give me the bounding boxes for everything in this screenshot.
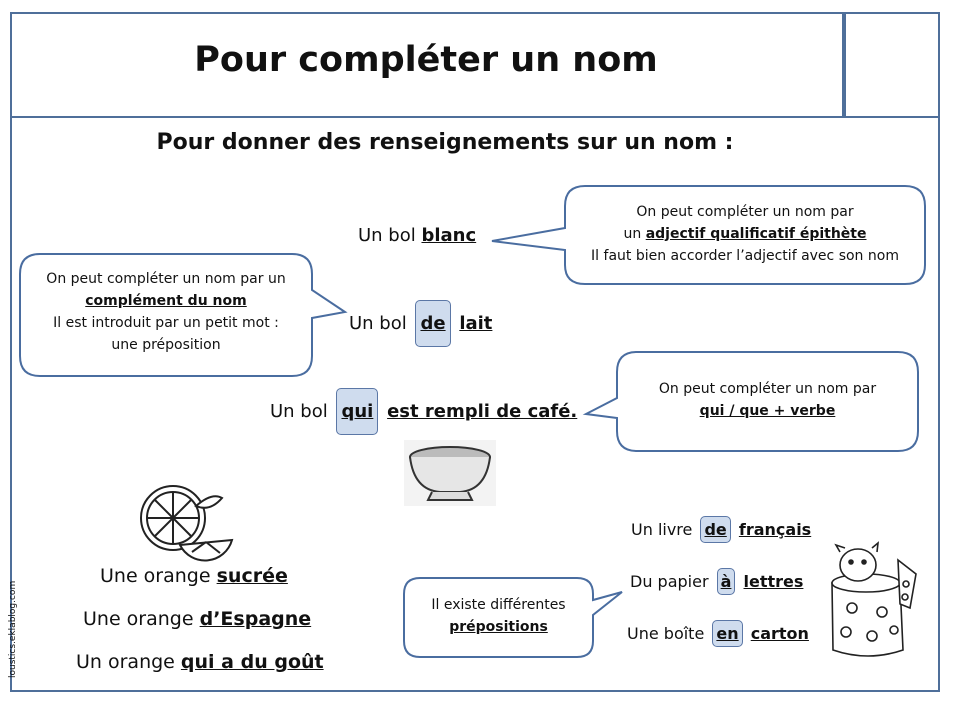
callout-complement-shape [19, 253, 348, 377]
example-prefix: Un bol [270, 401, 328, 422]
callout-line: une préposition [111, 337, 221, 353]
callout-line: un adjectif qualificatif épithète [567, 223, 923, 245]
callout-prepositions-text: Il existe différentes prépositions [406, 594, 591, 638]
preposition-box: en [712, 620, 743, 647]
callout-adjectif-shape [491, 185, 926, 285]
orange-slices-icon [140, 485, 234, 562]
example-complement: sucrée [216, 565, 288, 587]
bowl-icon [404, 440, 496, 506]
example-prefix: Un bol [358, 225, 416, 246]
orange-example-1: Une orange sucrée [100, 565, 288, 587]
preposition-box: de [700, 516, 731, 543]
title-divider [842, 12, 846, 118]
callout-word: un [623, 226, 642, 242]
right-example-2: Du papier à lettres [630, 568, 803, 595]
callout-line: On peut compléter un nom par un [46, 271, 286, 287]
example-prefix: Une boîte [627, 624, 705, 643]
example-complement-noun: lait [459, 313, 493, 334]
example-complement: qui a du goût [180, 651, 324, 673]
right-example-1: Un livre de français [631, 516, 811, 543]
example-complement: d’Espagne [199, 608, 312, 630]
example-relative-clause: est rempli de café. [387, 401, 578, 422]
callout-qui-text: On peut compléter un nom par qui / que +… [619, 378, 916, 422]
preposition-box: à [716, 568, 736, 595]
relative-pronoun-box: qui [336, 388, 379, 435]
callout-line: Il faut bien accorder l’adjectif avec so… [591, 248, 899, 264]
example-prefix: Du papier [630, 572, 709, 591]
page-title: Pour compléter un nom [194, 40, 658, 80]
callout-complement-text: On peut compléter un nom par un compléme… [22, 268, 310, 356]
orange-example-2: Une orange d’Espagne [83, 608, 311, 630]
callout-line: Il existe différentes [431, 597, 566, 613]
example-adjective: blanc [421, 225, 477, 246]
callout-line: Il est introduit par un petit mot : [53, 315, 279, 331]
example-relative: Un bol qui est rempli de café. [270, 388, 577, 435]
example-prefix: Un bol [349, 313, 407, 334]
callout-key-term: qui / que + verbe [699, 403, 836, 419]
callout-key-term: adjectif qualificatif épithète [645, 226, 867, 242]
callout-prepositions-shape [403, 577, 623, 658]
callout-key-term: complément du nom [85, 293, 247, 309]
example-complement: Un bol de lait [349, 300, 492, 347]
right-example-3: Une boîte en carton [627, 620, 809, 647]
gift-box-hamster-icon [831, 541, 917, 657]
example-complement: français [738, 520, 812, 539]
example-prefix: Une orange [83, 608, 194, 630]
example-complement: carton [750, 624, 809, 643]
example-prefix: Un orange [76, 651, 175, 673]
example-prefix: Un livre [631, 520, 693, 539]
page-subtitle: Pour donner des renseignements sur un no… [156, 130, 734, 155]
example-complement: lettres [743, 572, 804, 591]
credit-text: loustics.eklablog.com [8, 580, 18, 678]
callout-adjectif-text: On peut compléter un nom par un adjectif… [567, 201, 923, 267]
orange-example-3: Un orange qui a du goût [76, 651, 324, 673]
title-bar [10, 12, 940, 118]
callout-line: On peut compléter un nom par [636, 204, 854, 220]
callout-qui-shape [582, 351, 919, 452]
example-prefix: Une orange [100, 565, 211, 587]
example-adjectif: Un bol blanc [358, 225, 476, 246]
callout-line: On peut compléter un nom par [658, 381, 877, 397]
preposition-box: de [415, 300, 451, 347]
callout-key-term: prépositions [449, 619, 548, 635]
